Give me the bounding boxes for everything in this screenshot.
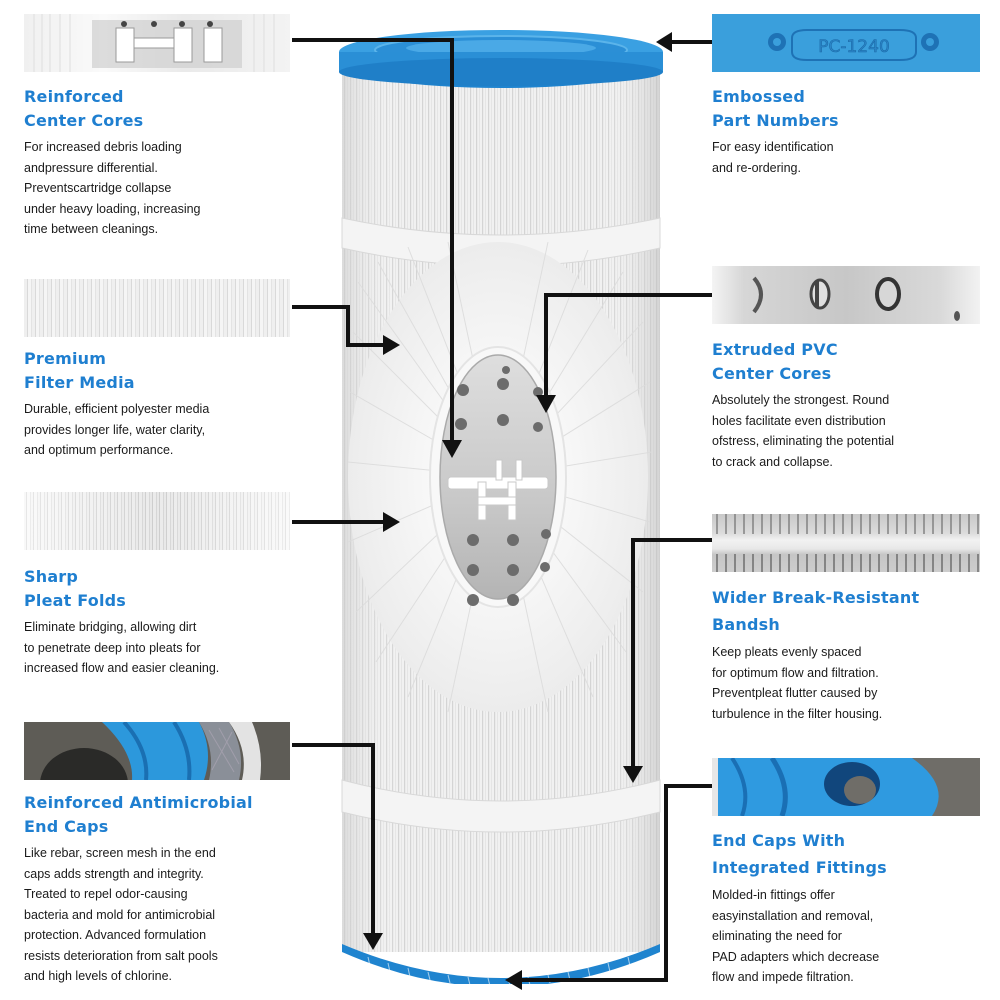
feature-wider-break-resistant-bands: Wider Break-Resistant Bandsh Keep pleats… [712,584,1000,724]
feature-title: Reinforced Antimicrobial End Caps [24,793,253,836]
thumbnail-embossed-part-number: PC-1240 [712,14,980,72]
feature-description: Keep pleats evenly spaced for optimum fl… [712,645,883,721]
feature-extruded-pvc-center-cores: Extruded PVC Center Cores Absolutely the… [712,338,1000,472]
feature-premium-filter-media: Premium Filter Media Durable, efficient … [24,347,314,461]
feature-end-caps-with-integrated-fittings: End Caps With Integrated Fittings Molded… [712,827,1000,988]
feature-description: Absolutely the strongest. Round holes fa… [712,393,895,469]
feature-description: Eliminate bridging, allowing dirt to pen… [24,620,220,675]
feature-title: End Caps With Integrated Fittings [712,831,887,877]
feature-description: Durable, efficient polyester media provi… [24,402,210,457]
thumbnail-break-resistant-band [712,514,980,572]
feature-title: Extruded PVC Center Cores [712,340,838,383]
feature-description: Molded-in fittings offer easyinstallatio… [712,888,880,984]
feature-reinforced-antimicrobial-end-caps: Reinforced Antimicrobial End Caps Like r… [24,791,314,987]
feature-title: Sharp Pleat Folds [24,567,127,610]
feature-title: Premium Filter Media [24,349,135,392]
thumbnail-pleat-folds [24,492,290,550]
feature-description: Like rebar, screen mesh in the end caps … [24,846,218,983]
core-holes [455,366,551,606]
feature-reinforced-center-cores: Reinforced Center Cores For increased de… [24,85,314,240]
feature-description: For increased debris loading andpressure… [24,140,201,236]
feature-description: For easy identification and re-ordering. [712,140,834,175]
thumbnail-integrated-fittings [712,758,980,816]
thumbnail-pvc-core-holes [712,266,980,324]
cartridge-svg [339,30,663,984]
feature-title: Embossed Part Numbers [712,87,839,130]
thumbnail-antimicrobial-end-cap [24,722,290,780]
feature-title: Reinforced Center Cores [24,87,144,130]
feature-title: Wider Break-Resistant Bandsh [712,588,920,634]
embossed-part-number-text: PC-1240 [818,37,890,57]
feature-embossed-part-numbers: Embossed Part Numbers For easy identific… [712,85,1000,178]
feature-sharp-pleat-folds: Sharp Pleat Folds Eliminate bridging, al… [24,565,314,679]
core-spider-connector [447,459,549,521]
filter-cartridge-illustration [338,22,664,984]
thumbnail-center-core-connector [24,14,290,72]
thumbnail-filter-media [24,279,290,337]
